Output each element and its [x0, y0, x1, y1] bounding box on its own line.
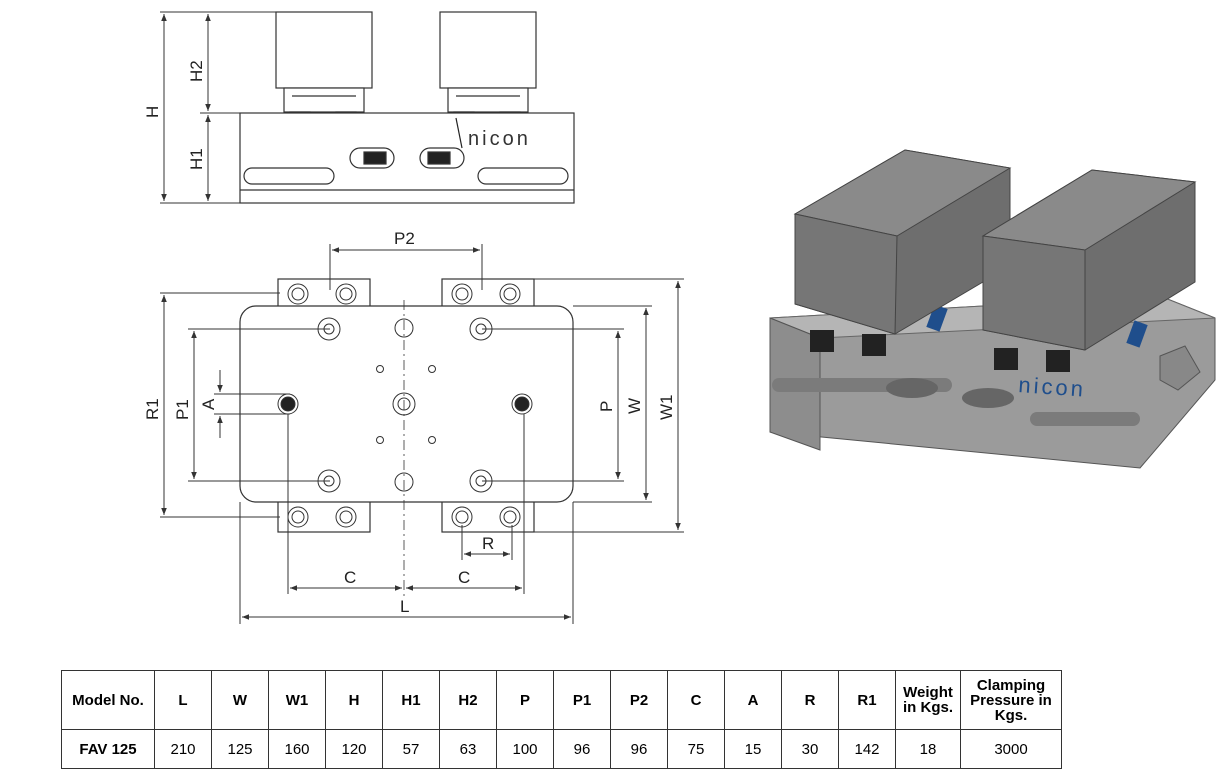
cell-P2: 96 — [610, 729, 668, 769]
header-clamping-pressure: Clamping Pressure in Kgs. — [960, 670, 1062, 730]
center-hole — [392, 392, 416, 416]
base-body — [239, 112, 575, 204]
dim-label-W: W — [625, 398, 644, 414]
cell-H: 120 — [325, 729, 383, 769]
base-plate — [239, 305, 574, 503]
header-P: P — [496, 670, 554, 730]
left-jaw-block — [275, 11, 373, 89]
header-weight: Weight in Kgs. — [895, 670, 961, 730]
dim-label-R1: R1 — [143, 398, 162, 420]
dim-label-W1: W1 — [657, 395, 676, 421]
header-model-no: Model No. — [61, 670, 155, 730]
cell-A: 15 — [724, 729, 782, 769]
cell-C: 75 — [667, 729, 725, 769]
center-hole — [394, 318, 414, 338]
jaw-screw — [499, 506, 521, 528]
cell-P: 100 — [496, 729, 554, 769]
header-R1: R1 — [838, 670, 896, 730]
header-A: A — [724, 670, 782, 730]
spec-table: Model No. L W W1 H H1 H2 P P1 P2 C A R R… — [61, 670, 1062, 769]
jaw-screw — [499, 283, 521, 305]
header-W: W — [211, 670, 269, 730]
front-view-dimensions — [160, 11, 276, 204]
cell-L: 210 — [154, 729, 212, 769]
header-P1: P1 — [553, 670, 611, 730]
header-W1: W1 — [268, 670, 326, 730]
dim-label-L: L — [400, 597, 409, 616]
cell-P1: 96 — [553, 729, 611, 769]
locating-pin — [511, 393, 533, 415]
header-P2: P2 — [610, 670, 668, 730]
cell-W: 125 — [211, 729, 269, 769]
header-L: L — [154, 670, 212, 730]
front-view — [239, 11, 575, 204]
brand-logo-3d: nicon — [1018, 372, 1087, 402]
center-hole — [394, 472, 414, 492]
dim-label-C-left: C — [344, 568, 356, 587]
dim-label-P2: P2 — [394, 229, 415, 248]
dim-label-A: A — [199, 398, 218, 410]
top-view-dimensions — [160, 244, 684, 624]
cell-clamping-pressure: 3000 — [960, 729, 1062, 769]
right-jaw-block — [439, 11, 537, 89]
cell-weight: 18 — [895, 729, 961, 769]
dim-label-H1: H1 — [187, 148, 206, 170]
header-H2: H2 — [439, 670, 497, 730]
cell-R: 30 — [781, 729, 839, 769]
top-view — [239, 278, 574, 600]
dim-label-P: P — [597, 401, 616, 412]
jaw-screw — [335, 506, 357, 528]
spec-table-header: Model No. L W W1 H H1 H2 P P1 P2 C A R R… — [61, 670, 1062, 730]
dim-label-P1: P1 — [173, 399, 192, 420]
cell-R1: 142 — [838, 729, 896, 769]
header-R: R — [781, 670, 839, 730]
dim-label-H: H — [143, 106, 162, 118]
header-H1: H1 — [382, 670, 440, 730]
jaw-screw — [335, 283, 357, 305]
table-row: FAV 125 210 125 160 120 57 63 100 96 96 … — [61, 729, 1062, 769]
dim-label-H2: H2 — [187, 60, 206, 82]
cell-model-no: FAV 125 — [61, 729, 155, 769]
technical-drawing: nicon H H2 H1 — [143, 11, 1216, 624]
header-H: H — [325, 670, 383, 730]
header-C: C — [667, 670, 725, 730]
cell-W1: 160 — [268, 729, 326, 769]
dim-label-R: R — [482, 534, 494, 553]
cell-H1: 57 — [382, 729, 440, 769]
dim-label-C-right: C — [458, 568, 470, 587]
isometric-view — [769, 149, 1216, 469]
cell-H2: 63 — [439, 729, 497, 769]
jaw-screw — [451, 283, 473, 305]
locating-pin — [277, 393, 299, 415]
jaw-screw — [287, 283, 309, 305]
brand-logo: nicon — [468, 128, 531, 150]
